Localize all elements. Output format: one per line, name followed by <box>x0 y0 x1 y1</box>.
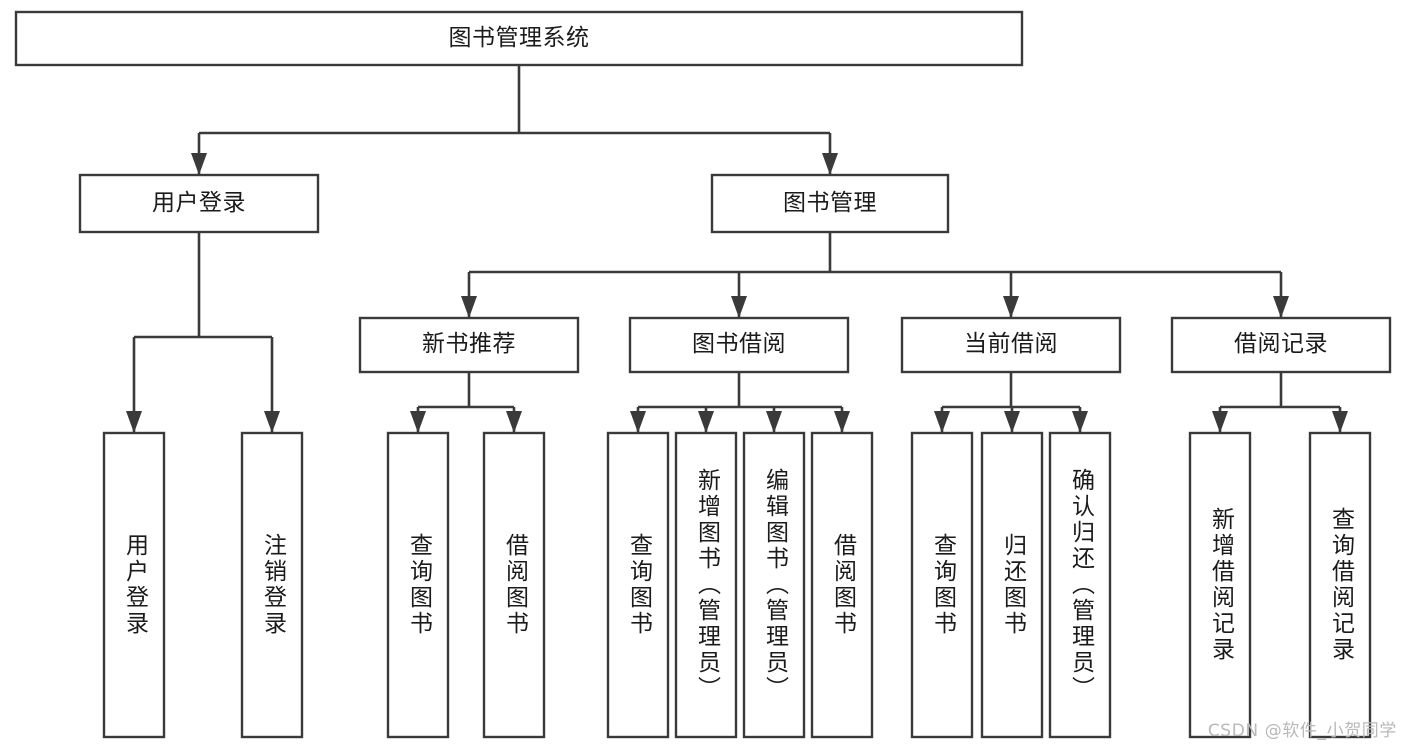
arrow-head-icon-5-0 <box>934 411 950 433</box>
node-新增借阅记录-box[interactable] <box>1188 431 1252 739</box>
watermark-text: CSDN @软件_小贺同学 <box>1207 721 1397 741</box>
arrow-head-icon-1-1 <box>731 296 747 318</box>
node-借阅记录-box[interactable] <box>1170 316 1392 374</box>
node-图书管理-box[interactable] <box>710 173 950 234</box>
node-查询图书-box[interactable] <box>606 431 670 739</box>
arrow-head-icon-0-1 <box>822 153 838 175</box>
node-归还图书-box[interactable] <box>980 431 1044 739</box>
node-借阅图书-box[interactable] <box>482 431 546 739</box>
arrow-head-icon-2-1 <box>264 411 280 433</box>
arrow-head-icon-4-2 <box>766 411 782 433</box>
node-用户登录-box[interactable] <box>102 431 166 739</box>
node-用户登录-box[interactable] <box>78 173 320 234</box>
node-查询图书-box[interactable] <box>386 431 450 739</box>
arrow-head-icon-0-0 <box>191 153 207 175</box>
node-注销登录-box[interactable] <box>240 431 304 739</box>
arrow-head-icon-2-0 <box>126 411 142 433</box>
arrow-head-icon-1-0 <box>461 296 477 318</box>
arrow-head-icon-4-1 <box>698 411 714 433</box>
node-查询图书-box[interactable] <box>910 431 974 739</box>
node-查询借阅记录-box[interactable] <box>1308 431 1372 739</box>
node-图书管理系统-box[interactable] <box>14 10 1024 67</box>
node-图书借阅-box[interactable] <box>628 316 850 374</box>
arrow-head-icon-6-0 <box>1212 411 1228 433</box>
arrow-head-icon-4-3 <box>834 411 850 433</box>
arrow-head-icon-1-3 <box>1273 296 1289 318</box>
node-编辑图书管理员-box[interactable] <box>742 431 806 739</box>
arrow-head-icon-3-0 <box>410 411 426 433</box>
arrow-head-icon-3-1 <box>506 411 522 433</box>
node-确认归还管理员-box[interactable] <box>1048 431 1112 739</box>
node-当前借阅-box[interactable] <box>900 316 1122 374</box>
arrow-head-icon-1-2 <box>1003 296 1019 318</box>
node-新增图书管理员-box[interactable] <box>674 431 738 739</box>
arrow-head-icon-5-1 <box>1004 411 1020 433</box>
arrow-head-icon-5-2 <box>1072 411 1088 433</box>
arrow-head-icon-6-1 <box>1332 411 1348 433</box>
node-借阅图书-box[interactable] <box>810 431 874 739</box>
connector-layer <box>126 65 1348 433</box>
node-新书推荐-box[interactable] <box>358 316 580 374</box>
arrow-head-icon-4-0 <box>630 411 646 433</box>
node-layer <box>14 10 1392 739</box>
